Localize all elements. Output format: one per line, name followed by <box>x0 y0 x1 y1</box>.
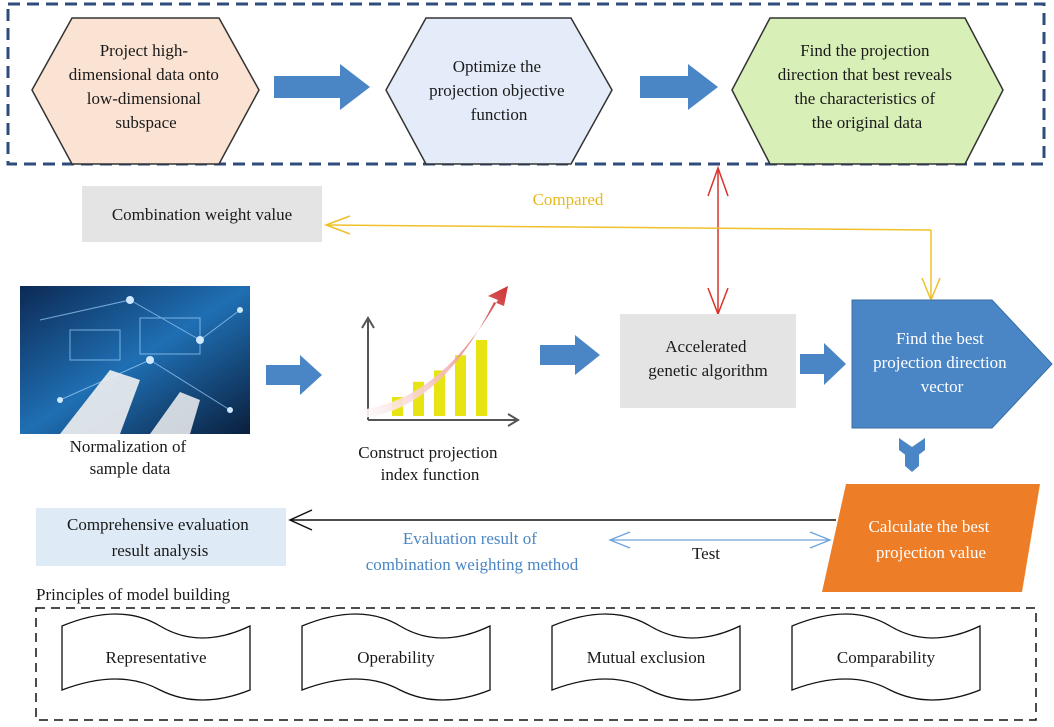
best-direction-line3: vector <box>921 377 964 396</box>
principle-comparability-shape <box>791 613 981 701</box>
principles-frame <box>35 607 1037 721</box>
compared-label: Compared <box>533 190 604 209</box>
best-value-line1: Calculate the best <box>868 517 989 536</box>
evaluation-result-label: Evaluation result of combination weighti… <box>366 529 579 574</box>
comprehensive-line1: Comprehensive evaluation <box>67 515 249 534</box>
step-find-direction: Find the projection direction that best … <box>731 17 1004 165</box>
principles-list: Representative Operability Mutual exclus… <box>61 613 981 701</box>
chart-icon-bar <box>476 340 487 416</box>
step-optimize-line1: Optimize the <box>453 57 541 76</box>
principle-operability: Operability <box>301 613 491 701</box>
principle-comparability: Comparability <box>791 613 981 701</box>
principle-mutual-exclusion-label: Mutual exclusion <box>587 648 706 667</box>
construct-label: Construct projection index function <box>358 443 502 484</box>
red-double-arrow <box>707 165 729 317</box>
flow-arrow-5 <box>800 343 846 385</box>
principle-operability-shape <box>301 613 491 701</box>
best-direction-shape <box>851 299 1053 429</box>
flow-arrow-2 <box>640 64 718 110</box>
step-find-direction-line3: the characteristics of <box>795 89 936 108</box>
accelerated-ga-box <box>620 314 796 408</box>
step-find-direction-line1: Find the projection <box>800 41 930 60</box>
test-arrow <box>608 531 832 549</box>
step-optimize-line3: function <box>471 105 528 124</box>
best-value-shape <box>822 484 1040 592</box>
projection-index-chart-icon <box>360 286 520 427</box>
step-find-direction-line4: the original data <box>812 113 923 132</box>
flow-arrow-4 <box>540 335 600 375</box>
flow-arrow-3 <box>266 355 322 395</box>
step-project-data-line2: dimensional data onto <box>69 65 219 84</box>
principle-comparability-label: Comparability <box>837 648 936 667</box>
step-project-data-shape <box>31 17 260 165</box>
principle-representative-shape <box>61 613 251 701</box>
step-project-data-text: Project high- dimensional data onto low-… <box>69 41 223 132</box>
best-value-label: Calculate the best projection value <box>868 517 993 562</box>
best-direction-label: Find the best projection direction vecto… <box>873 329 1011 396</box>
combination-weight-box <box>82 186 322 242</box>
step-find-direction-text: Find the projection direction that best … <box>778 41 956 132</box>
principle-representative-label: Representative <box>105 648 206 667</box>
evaluation-result-line1: Evaluation result of <box>403 529 537 548</box>
best-direction-line1: Find the best <box>896 329 984 348</box>
chart-icon-bar <box>455 355 466 416</box>
step-optimize-text: Optimize the projection objective functi… <box>429 57 569 124</box>
chart-icon-bar <box>434 370 445 416</box>
comprehensive-label: Comprehensive evaluation result analysis <box>67 515 253 560</box>
step-find-direction-line2: direction that best reveals <box>778 65 952 84</box>
principle-mutual-exclusion: Mutual exclusion <box>551 613 741 701</box>
step-optimize: Optimize the projection objective functi… <box>385 17 613 165</box>
construct-line1: Construct projection <box>358 443 498 462</box>
accelerated-ga-label: Accelerated genetic algorithm <box>648 337 767 380</box>
step-project-data-line1: Project high- <box>100 41 189 60</box>
combination-weight-label: Combination weight value <box>112 205 292 224</box>
data-technology-image <box>20 286 250 434</box>
principle-representative: Representative <box>61 613 251 701</box>
principles-title: Principles of model building <box>36 585 231 604</box>
step-find-direction-shape <box>731 17 1004 165</box>
accelerated-ga-line1: Accelerated <box>665 337 747 356</box>
comprehensive-line2: result analysis <box>112 541 209 560</box>
normalization-line2: sample data <box>90 459 171 478</box>
principle-operability-label: Operability <box>357 648 435 667</box>
step-project-data-line3: low-dimensional <box>87 89 202 108</box>
result-arrow <box>288 509 836 531</box>
comprehensive-box <box>36 508 286 566</box>
principle-mutual-exclusion-shape <box>551 613 741 701</box>
step-optimize-line2: projection objective <box>429 81 564 100</box>
normalization-label: Normalization of sample data <box>70 437 191 478</box>
accelerated-ga-line2: genetic algorithm <box>648 361 767 380</box>
normalization-line1: Normalization of <box>70 437 187 456</box>
chevron-down-icon <box>899 438 925 472</box>
construct-line2: index function <box>381 465 480 484</box>
step-project-data-line4: subspace <box>115 113 176 132</box>
best-value-line2: projection value <box>876 543 986 562</box>
flow-arrow-1 <box>274 64 370 110</box>
evaluation-result-line2: combination weighting method <box>366 555 579 574</box>
step-optimize-shape <box>385 17 613 165</box>
step-project-data: Project high- dimensional data onto low-… <box>31 17 260 165</box>
test-label: Test <box>692 544 720 563</box>
best-direction-line2: projection direction <box>873 353 1007 372</box>
chart-icon-bar <box>413 381 424 416</box>
compared-arrow <box>323 215 941 302</box>
